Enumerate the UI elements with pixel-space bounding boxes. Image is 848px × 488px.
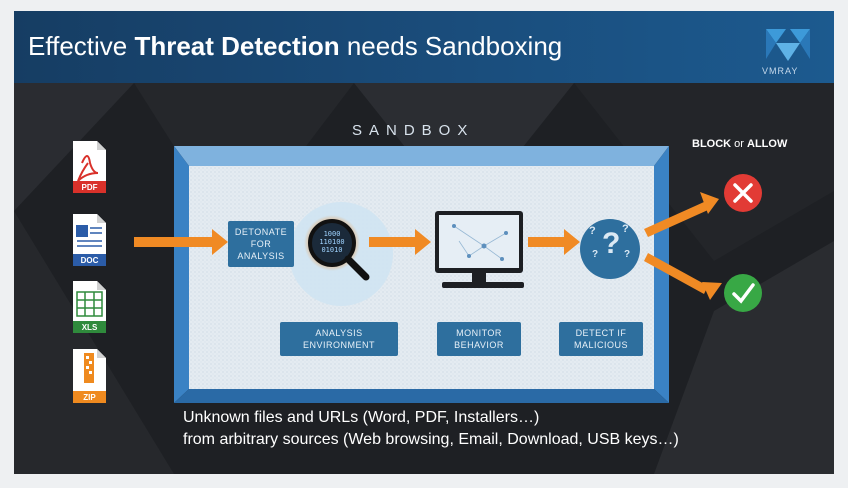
background-graphic: [14, 29, 834, 474]
logo-text: VMRAY: [762, 66, 799, 76]
sandbox-label: SANDBOX: [352, 122, 475, 139]
pdf-file-icon: [73, 141, 106, 193]
word-file-icon: [73, 214, 106, 266]
question-icon: [580, 219, 640, 279]
allow-icon: [724, 274, 762, 312]
zip-label: ZIP: [83, 393, 96, 402]
doc-label: DOC: [80, 256, 99, 265]
zip-file-icon: [73, 349, 106, 403]
caption-line-2: from arbitrary sources (Web browsing, Em…: [183, 431, 679, 448]
monitor-icon: [435, 211, 524, 288]
sandbox-top-face: [174, 146, 669, 166]
xls-label: XLS: [81, 323, 98, 332]
magnifier-icon: [308, 219, 356, 267]
sandbox-right-face: [654, 146, 669, 403]
pdf-label: PDF: [81, 183, 98, 192]
question-marks: ? ? ? ? ?: [589, 223, 631, 260]
flow-arrows: [134, 229, 580, 255]
caption-line-1: Unknown files and URLs (Word, PDF, Insta…: [183, 409, 540, 426]
block-or-allow-label: BLOCK or ALLOW: [692, 138, 788, 150]
excel-file-icon: [73, 281, 106, 333]
sandbox-left-face: [174, 146, 189, 403]
sandbox-bottom-face: [174, 389, 669, 403]
slide: Effective Threat Detection needs Sandbox…: [14, 11, 834, 474]
header-bar: [14, 11, 834, 83]
logo-overlay: [766, 29, 810, 61]
page-title: Effective Threat Detection needs Sandbox…: [28, 31, 563, 61]
